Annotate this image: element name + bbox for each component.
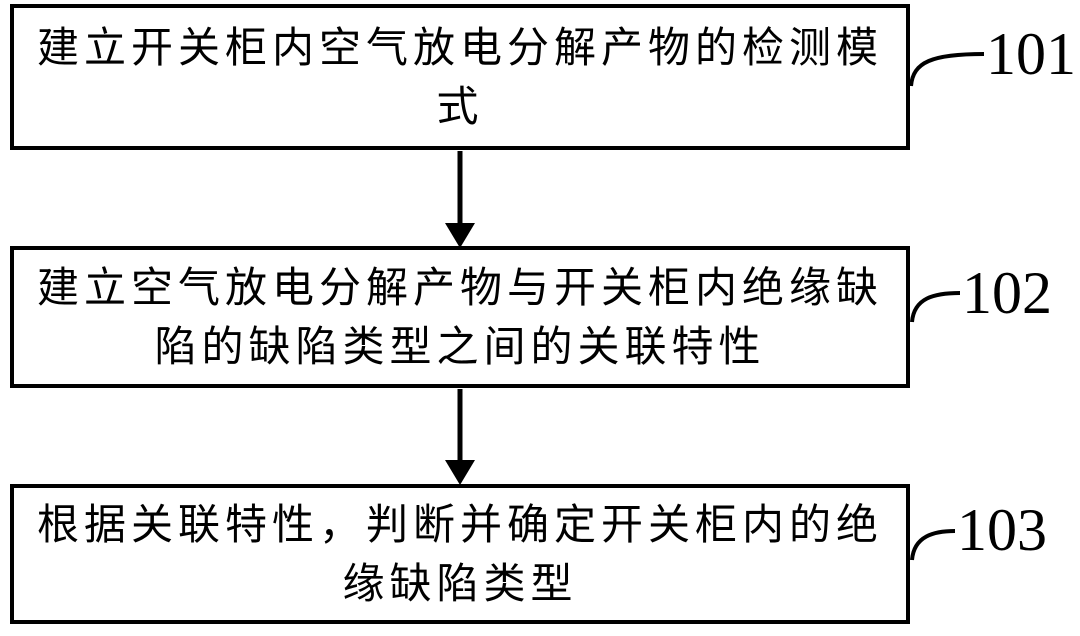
step-1-text-line-2: 式 [436, 82, 484, 131]
leader-line-102 [910, 291, 961, 323]
leader-line-103 [910, 529, 956, 561]
ref-label-101: 101 [986, 21, 1076, 87]
down-arrow-2 [445, 389, 475, 485]
step-3-text-line-1: 根据关联特性，判断并确定开关柜内的绝 [36, 500, 883, 549]
flow-step-box-3: 根据关联特性，判断并确定开关柜内的绝 缘缺陷类型 [10, 484, 910, 624]
ref-label-102: 102 [962, 260, 1052, 326]
ref-label-103: 103 [957, 497, 1047, 563]
step-3-text-line-2: 缘缺陷类型 [342, 559, 578, 608]
flow-step-box-2: 建立空气放电分解产物与开关柜内绝缘缺 陷的缺陷类型之间的关联特性 [10, 246, 910, 388]
leader-line-101 [909, 52, 985, 87]
step-2-text-line-2: 陷的缺陷类型之间的关联特性 [154, 322, 766, 371]
flow-step-box-1: 建立开关柜内空气放电分解产物的检测模 式 [10, 4, 910, 150]
down-arrow-1 [445, 151, 475, 248]
step-2-text-line-1: 建立空气放电分解产物与开关柜内绝缘缺 [36, 263, 883, 312]
step-1-text-line-1: 建立开关柜内空气放电分解产物的检测模 [36, 23, 883, 72]
